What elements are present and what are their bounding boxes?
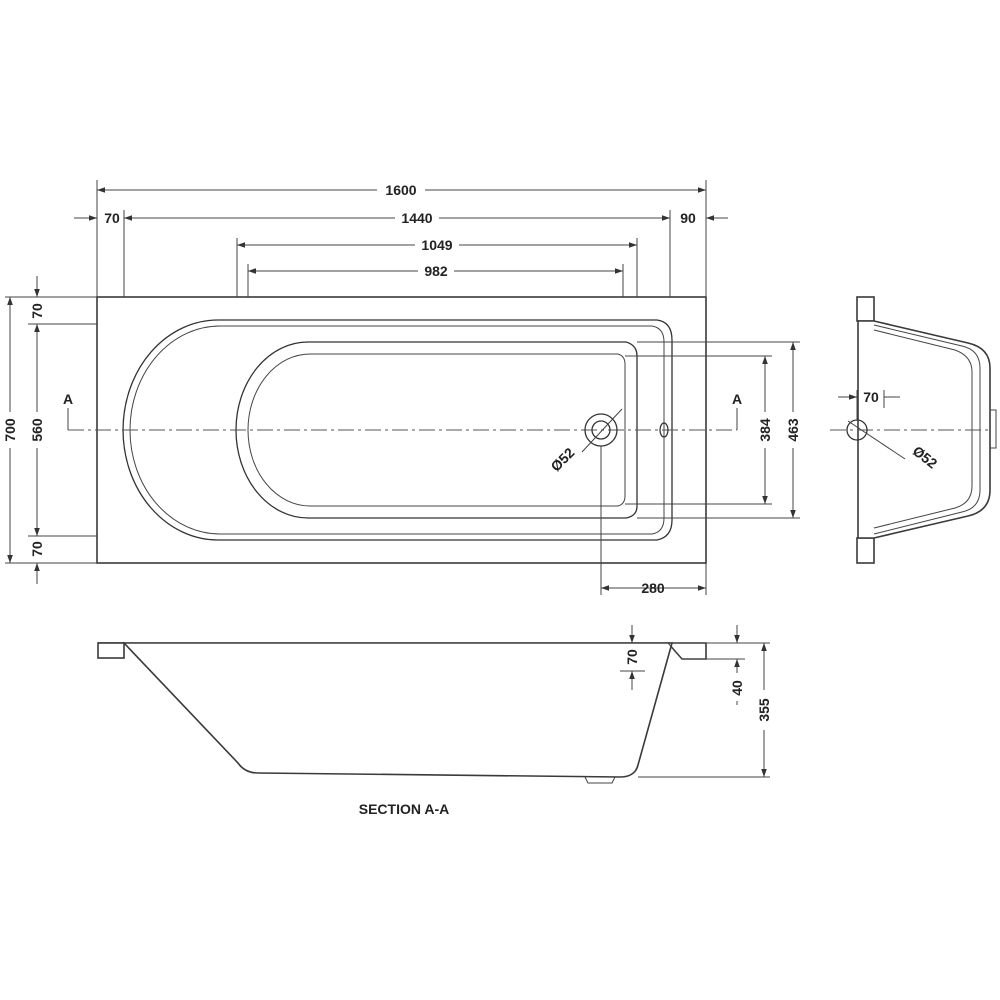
plan-view [67, 296, 738, 564]
end-view-inner-line-2 [873, 329, 973, 529]
label-top-rim: 70 [29, 303, 45, 319]
label-bottom-rim: 70 [29, 541, 45, 557]
section-marker-left: A [63, 391, 73, 407]
plan-labels: 1600 1440 70 90 1049 982 700 70 560 70 3… [0, 180, 803, 596]
section-left-lip [97, 642, 125, 659]
end-view-bottom-flange [856, 537, 875, 564]
end-view-inner-line [873, 324, 981, 535]
section-view [97, 642, 707, 784]
label-inner-length: 1440 [401, 210, 432, 226]
label-overall-height: 355 [756, 698, 772, 722]
label-overall-width: 700 [2, 418, 18, 442]
label-left-rim: 70 [104, 210, 120, 226]
label-bath-floor-length: 982 [424, 263, 448, 279]
dim-line-end-waste-diameter [847, 420, 906, 460]
label-bath-top-length: 1049 [421, 237, 452, 253]
plan-overflow [659, 422, 669, 438]
plan-waste-inner [591, 420, 611, 440]
dim-line-waste-diameter [581, 408, 623, 453]
section-caption: SECTION A-A [359, 801, 449, 817]
section-body [122, 642, 674, 778]
label-end-waste-offset: 70 [863, 389, 879, 405]
plan-bath-floor-secondary [247, 353, 626, 507]
plan-inner-edge [122, 319, 673, 541]
end-view [830, 296, 997, 564]
label-waste-offset: 280 [641, 580, 665, 596]
label-rim-height: 70 [624, 649, 640, 665]
label-bath-top-width: 463 [785, 418, 801, 442]
label-bath-floor-width: 384 [757, 418, 773, 442]
label-lip-depth: 40 [729, 680, 745, 696]
section-marker-right: A [732, 391, 742, 407]
section-waste-outlet [584, 776, 616, 784]
label-right-rim: 90 [680, 210, 696, 226]
label-inner-width: 560 [29, 418, 45, 442]
plan-extension-lines [5, 180, 800, 595]
end-view-overflow-bump [990, 409, 997, 449]
end-view-top-flange [856, 296, 875, 322]
section-dimensions: 70 40 355 [620, 625, 774, 778]
label-overall-length: 1600 [385, 182, 416, 198]
section-right-lip [667, 642, 706, 660]
